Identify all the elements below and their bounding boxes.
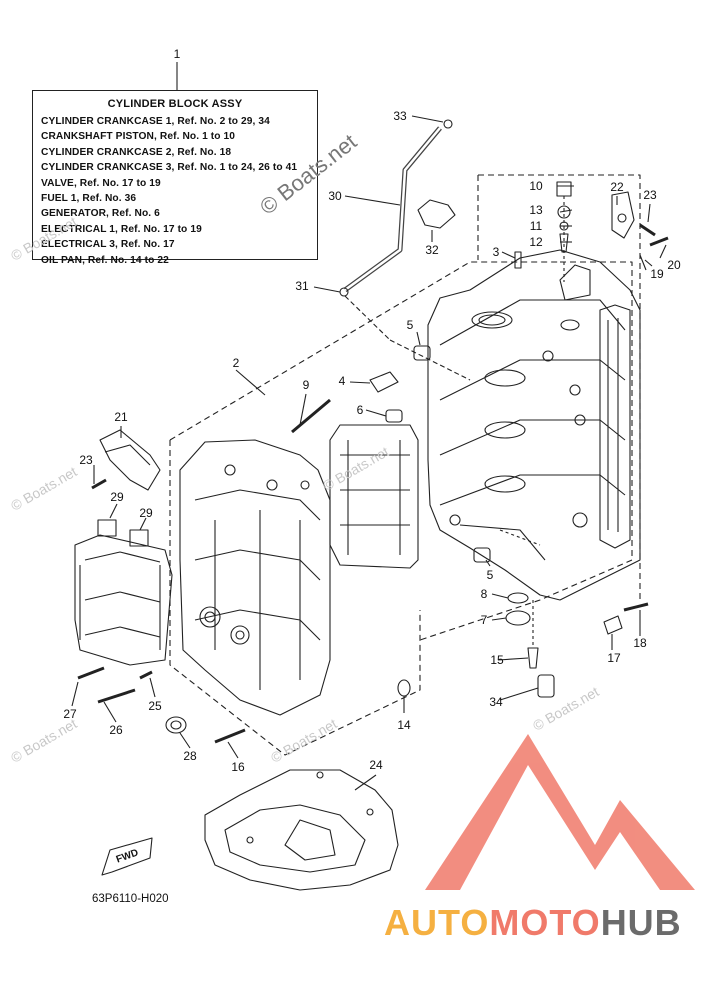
callout-33: 33 (393, 109, 407, 123)
bolt-27 (77, 666, 105, 680)
part-15 (527, 647, 539, 669)
callout-29: 29 (110, 490, 124, 504)
brand-wordmark: AUTOMOTOHUB (384, 902, 682, 944)
gasket-plate (329, 424, 419, 569)
callout-21: 21 (114, 410, 128, 424)
callout-24: 24 (369, 758, 383, 772)
bolt-23-left (91, 478, 107, 490)
collar-5-top (413, 345, 431, 361)
part-10 (556, 181, 572, 197)
plug-7 (505, 610, 531, 626)
callout-5: 5 (486, 568, 494, 582)
legend-title: CYLINDER BLOCK ASSY (107, 98, 243, 110)
hose-30 (343, 126, 442, 293)
collar-5-bottom (473, 547, 491, 563)
callout-15: 15 (490, 653, 504, 667)
frame-crankcase (169, 261, 560, 441)
bracket-22 (611, 191, 635, 239)
bracket-32 (417, 199, 456, 229)
callout-7: 7 (480, 613, 488, 627)
brand-part-moto: MOTO (489, 902, 601, 943)
fitting-4 (369, 371, 399, 393)
callout-18: 18 (633, 636, 647, 650)
dowel-3 (514, 251, 522, 269)
callout-22: 22 (610, 180, 624, 194)
callout-12: 12 (529, 235, 543, 249)
callout-4: 4 (338, 374, 346, 388)
brand-part-auto: AUTO (384, 902, 490, 943)
callout-1: 1 (173, 47, 181, 61)
callout-13: 13 (529, 203, 543, 217)
legend-line: VALVE, Ref. No. 17 to 19 (41, 177, 161, 189)
legend-line: CRANKSHAFT PISTON, Ref. No. 1 to 10 (41, 131, 236, 143)
legend-line: OIL PAN, Ref. No. 14 to 22 (41, 254, 169, 266)
part-19 (639, 254, 647, 271)
callout-30: 30 (328, 189, 342, 203)
leader-2 (235, 369, 266, 396)
legend-line: CYLINDER CRANKCASE 1, Ref. No. 2 to 29, … (41, 116, 270, 127)
callout-11: 11 (529, 219, 543, 233)
callout-8: 8 (480, 587, 488, 601)
bolt-25 (139, 670, 153, 680)
gasket-24 (204, 769, 399, 891)
callout-29: 29 (139, 506, 153, 520)
legend-line: CYLINDER CRANKCASE 2, Ref. No. 18 (41, 146, 232, 158)
bolt-18 (623, 602, 649, 612)
callout-5: 5 (406, 318, 414, 332)
legend-line: GENERATOR, Ref. No. 6 (41, 208, 160, 220)
callout-28: 28 (183, 749, 197, 763)
part-12 (559, 233, 569, 253)
callout-23: 23 (643, 188, 657, 202)
clip-33 (443, 119, 453, 129)
callout-9: 9 (302, 378, 310, 392)
callout-3: 3 (492, 245, 500, 259)
legend-line: FUEL 1, Ref. No. 36 (41, 193, 137, 205)
cylinder-block (427, 249, 641, 601)
callout-25: 25 (148, 699, 162, 713)
callout-32: 32 (425, 243, 439, 257)
diagram-code: 63P6110-H020 (92, 893, 169, 905)
ignition-coils (74, 519, 173, 666)
callout-10: 10 (529, 179, 543, 193)
part-6 (385, 409, 403, 423)
callout-23: 23 (79, 453, 93, 467)
frame-block (478, 174, 641, 600)
legend-line: ELECTRICAL 3, Ref. No. 17 (41, 239, 175, 251)
legend-line: CYLINDER CRANKCASE 3, Ref. No. 1 to 24, … (41, 162, 298, 174)
callout-34: 34 (489, 695, 503, 709)
bracket-21 (99, 429, 161, 491)
bolt-23-right (639, 223, 656, 237)
grommet-28 (165, 716, 187, 734)
callout-16: 16 (231, 760, 245, 774)
callout-17: 17 (607, 651, 621, 665)
part-13 (557, 205, 571, 219)
brand-part-hub: HUB (600, 902, 682, 943)
callout-26: 26 (109, 723, 123, 737)
crankcase (179, 439, 331, 716)
part-34 (537, 674, 555, 698)
bolt-20 (649, 236, 669, 247)
callout-31: 31 (295, 279, 309, 293)
callout-2: 2 (232, 356, 240, 370)
callout-27: 27 (63, 707, 77, 721)
callout-6: 6 (356, 403, 364, 417)
clip-31 (339, 287, 349, 297)
callout-14: 14 (397, 718, 411, 732)
legend-line: ELECTRICAL 1, Ref. No. 17 to 19 (41, 223, 202, 235)
bolt-9 (291, 398, 331, 434)
part-17 (603, 615, 623, 635)
callout-19: 19 (650, 267, 664, 281)
bolt-16 (214, 728, 246, 744)
callout-20: 20 (667, 258, 681, 272)
oring-8 (507, 592, 529, 604)
legend-box: CYLINDER BLOCK ASSY CYLINDER CRANKCASE 1… (32, 90, 318, 266)
oring-14 (397, 679, 411, 697)
bolt-26 (97, 688, 136, 704)
fwd-arrow (101, 837, 153, 876)
